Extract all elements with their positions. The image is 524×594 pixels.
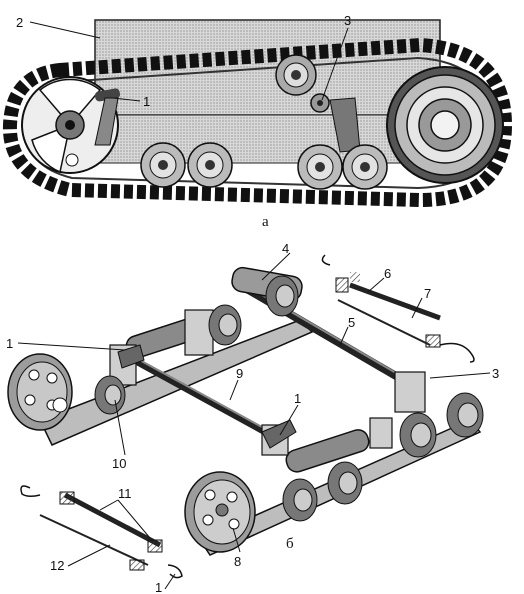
shock-absorber-right <box>285 429 370 473</box>
drive-sprocket <box>386 66 504 184</box>
road-wheel-pair <box>265 275 299 317</box>
callout-1-b-bottom: 1 <box>155 580 162 594</box>
idler-wheel-front <box>7 353 73 431</box>
torsion-bar-9 <box>121 351 284 444</box>
road-wheel <box>187 142 233 188</box>
idler-wheel-rear <box>184 471 256 553</box>
torsion-spring-detail-bottom <box>20 485 183 579</box>
road-wheel-pair <box>208 304 242 346</box>
callout-11: 11 <box>118 486 132 501</box>
callout-5: 5 <box>348 315 355 330</box>
road-wheel-pair <box>399 412 437 458</box>
subfigure-label-a: а <box>262 214 269 230</box>
bracket <box>184 309 214 356</box>
torsion-spring-detail-top <box>321 254 475 363</box>
suspension-isometric-view: 4 6 7 5 3 1 9 1 10 11 12 8 1 б <box>6 241 499 594</box>
callout-3-top: 3 <box>344 13 351 28</box>
track-side-view: 2 1 3 а <box>2 13 513 230</box>
callout-4: 4 <box>282 241 289 256</box>
return-roller-large <box>275 54 317 96</box>
torsion-bar-9-highlight <box>124 351 281 438</box>
callout-1-b-left: 1 <box>6 336 13 351</box>
callout-10: 10 <box>112 456 126 471</box>
callout-7: 7 <box>424 286 431 301</box>
road-wheel-pair <box>282 478 318 522</box>
road-wheel <box>342 144 388 190</box>
callout-12: 12 <box>50 558 64 573</box>
callout-2-top: 2 <box>16 15 23 30</box>
balancer-arm <box>117 344 145 369</box>
callout-1-top: 1 <box>143 94 150 109</box>
balancer-arm <box>261 419 297 449</box>
bracket <box>394 371 426 413</box>
idler-wheel <box>21 76 119 174</box>
road-wheel <box>140 142 186 188</box>
callout-1-b-mid: 1 <box>294 391 301 406</box>
subfigure-label-b: б <box>286 536 294 552</box>
road-wheel-pair <box>446 392 484 438</box>
bracket <box>369 417 393 449</box>
return-roller-small <box>310 93 361 153</box>
callout-8: 8 <box>234 554 241 569</box>
track-belt <box>2 37 513 208</box>
road-wheel-pair <box>327 461 363 505</box>
road-wheel-pair <box>94 375 126 415</box>
callout-9: 9 <box>236 366 243 381</box>
road-wheel <box>297 144 343 190</box>
callout-6: 6 <box>384 266 391 281</box>
callout-3-b: 3 <box>492 366 499 381</box>
